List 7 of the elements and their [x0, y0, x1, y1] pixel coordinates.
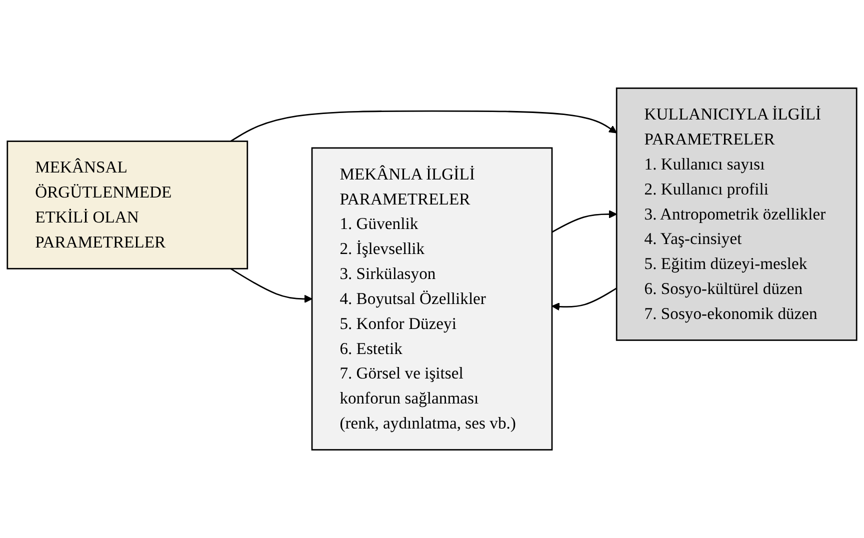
- node-box: KULLANICIYLA İLGİLİ PARAMETRELER 1. Kullanıcı sayısı 2. Kullanıcı profili 3. Antropometrik özellikler 4. Yaş-cinsiyet 5. Eğitim düzeyi-meslek 6. Sosyo-kültürel düzen 7. Sosyo-ekonomik düzen: [616, 88, 858, 341]
- arrow: [552, 210, 617, 233]
- arrow: [230, 110, 617, 142]
- arrow: [552, 288, 617, 311]
- node-box: MEKÂNLA İLGİLİ PARAMETRELER 1. Güvenlik 2. İşlevsellik 3. Sirkülasyon 4. Boyutsal Özellikler 5. Konfor Düzeyi 6. Estetik 7. Görsel ve işitsel konforun sağlanması (renk, aydınlatma, ses vb.): [311, 147, 553, 450]
- node-box: MEKÂNSAL ÖRGÜTLENMEDE ETKİLİ OLAN PARAMETRELER: [6, 140, 248, 270]
- arrow: [230, 268, 312, 303]
